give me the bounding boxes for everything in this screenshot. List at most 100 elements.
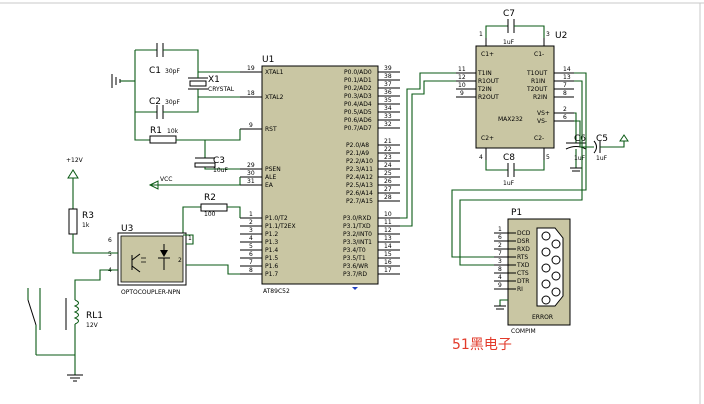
vcc-label: VCC [160,176,172,183]
u2-pin-r1out: R1OUT [478,78,499,85]
p1-pin-2: 2 [498,242,502,249]
p1-pin-rts: RTS [517,254,528,261]
u1-pin-p26: P2.6/A14 [346,190,373,197]
u1-pin-ale: ALE [265,174,276,181]
u1-pin-10: 10 [384,211,392,218]
u1-pin-33: 33 [384,113,392,120]
u2-pin-vsm: VS- [537,118,547,125]
u1-pin-19: 19 [247,65,255,72]
u1-pin-11: 11 [384,219,392,226]
u2-pin-9: 9 [460,90,464,97]
u2-pin-t1out: T1OUT [526,70,548,77]
p1-pin-rxd: RXD [517,246,530,253]
u3-pin-1: 1 [188,235,192,242]
u3-pin-6: 6 [108,237,112,244]
u2-pin-1: 1 [479,31,483,38]
p1-pin-1: 1 [498,226,502,233]
u2-pin-c2p: C2+ [481,135,494,142]
c5-ref: C5 [596,134,608,144]
u1-pin-9: 9 [249,122,253,129]
p1-ref: P1 [511,208,522,218]
u2-pin-c2m: C2- [534,135,544,142]
p1-pin-9: 9 [498,282,502,289]
u1-pin-p20: P2.0/A8 [346,142,369,149]
u1-pin-p22: P2.2/A10 [346,158,373,165]
u1-pin-p30: P3.0/RXD [343,215,371,222]
u1-pin-26: 26 [384,178,392,185]
v12-label: +12V [66,157,84,164]
u1-pin-5: 5 [249,243,253,250]
r2-value: 100 [204,211,216,218]
wire-t1out [451,72,587,258]
u1-pin-1: 1 [249,211,253,218]
u1-pin-6: 6 [249,251,253,258]
p1-pin-6: 6 [498,234,502,241]
u1-pin-p03: P0.3/AD3 [344,93,372,100]
u1-pin-xtal2: XTAL2 [265,94,284,101]
r1-value: 10k [167,128,179,135]
u1-pin-35: 35 [384,97,392,104]
p1-pin-cts: CTS [517,270,529,277]
c1-value: 30pF [165,68,180,75]
u1-pin-22: 22 [384,146,392,153]
u1-pin-p37: P3.7/RD [343,271,367,278]
u1-pin-p10: P1.0/T2 [265,215,288,222]
u1-pin-p24: P2.4/A12 [346,174,373,181]
u1-ref: U1 [262,55,274,65]
u3-part: OPTOCOUPLER-NPN [121,289,180,296]
u1-pin-14: 14 [384,243,392,250]
u1-pin-p00: P0.0/AD0 [344,69,372,76]
u1-marker-icon [352,287,358,290]
u1-pin-p13: P1.3 [265,239,278,246]
c6-value: 1uF [574,155,586,162]
u1-pin-13: 13 [384,235,392,242]
u2-pin-r2in: R2IN [533,94,547,101]
u1-pin-28: 28 [384,194,392,201]
p1-part: COMPIM [511,328,536,335]
r2-ref: R2 [204,193,216,203]
u1-pin-xtal1: XTAL1 [265,69,284,76]
u1-pin-29: 29 [247,162,255,169]
rl1-ref: RL1 [86,311,103,321]
u1-pin-p27: P2.7/A15 [346,198,373,205]
c2-value: 30pF [165,99,180,106]
u3-ref: U3 [121,224,133,234]
u3-pin-5: 5 [108,251,112,258]
u2-pin-r1in: R1IN [531,78,545,85]
u1-pin-p35: P3.5/T1 [343,255,366,262]
wire-txd [400,72,456,219]
u1-pin-2: 2 [249,219,253,226]
c7-ref: C7 [503,9,515,19]
x1-value: CRYSTAL [208,86,235,93]
u1-pin-7: 7 [249,259,253,266]
u2-pin-4: 4 [479,154,483,161]
r1-ref: R1 [150,126,162,136]
u2-max232: U2 MAX232 C1+ C1- C2+ C2- 1 3 4 5 T1IN 1… [456,9,629,187]
u1-pin-24: 24 [384,162,392,169]
u2-pin-c1p: C1+ [481,51,494,58]
u1-right-pins: P0.0/AD0 39 P0.1/AD1 38 P0.2/AD2 37 P0.3… [343,65,392,278]
u2-pin-r2out: R2OUT [478,94,499,101]
u1-pin-p17: P1.7 [265,271,278,278]
u1-pin-p33: P3.3/INT1 [343,239,372,246]
c8-ref: C8 [503,153,515,163]
u1-pin-12: 12 [384,227,392,234]
p1-pin-8: 8 [498,266,502,273]
u1-pin-p14: P1.4 [265,247,278,254]
c2-ref: C2 [149,97,161,107]
u1-pin-34: 34 [384,105,392,112]
u1-pin-32: 32 [384,121,392,128]
c1-ref: C1 [149,66,161,76]
u1-pin-p23: P2.3/A11 [346,166,373,173]
p1-pin-3: 3 [498,258,502,265]
u2-pin-11: 11 [458,66,466,73]
u1-pin-23: 23 [384,154,392,161]
u1-pin-30: 30 [247,170,255,177]
u2-pin-7: 7 [563,82,567,89]
watermark-text: 51黑电子 [452,337,512,353]
u2-pin-t2in: T2IN [477,86,492,93]
p1-pin-ri: RI [517,286,523,293]
u1-pin-rst: RST [265,126,277,133]
u2-pin-12: 12 [458,74,466,81]
u1-pin-p15: P1.5 [265,255,278,262]
